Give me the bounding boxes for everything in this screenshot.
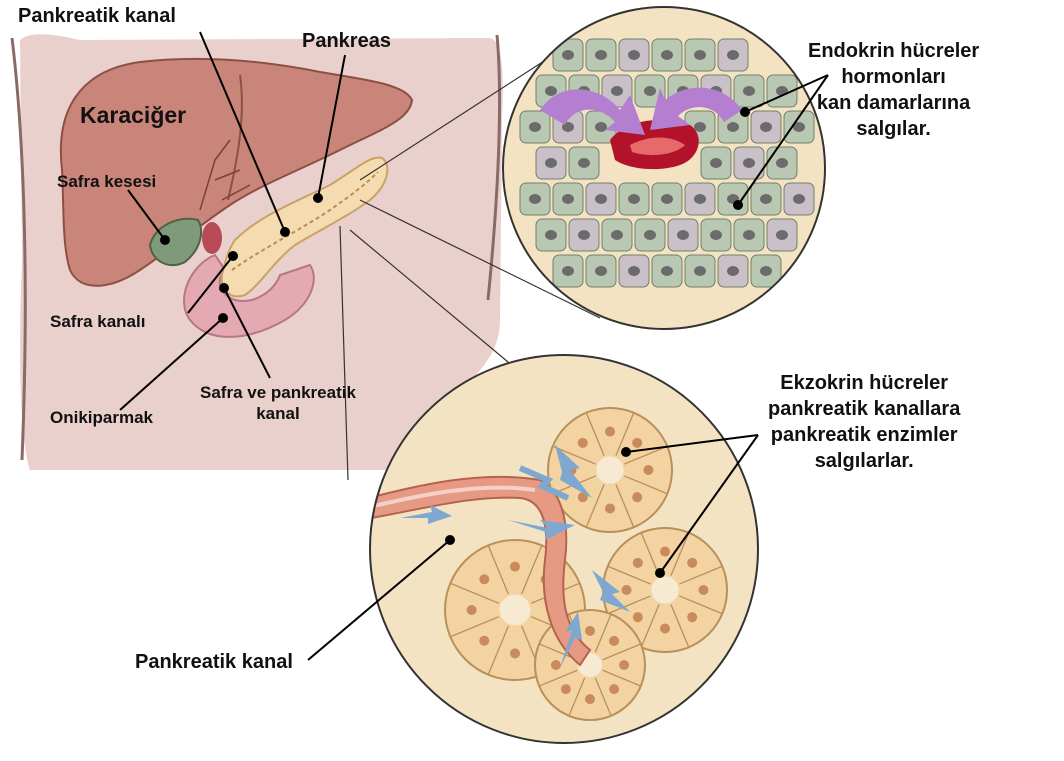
endocrine-cell-nucleus [595,194,607,204]
endocrine-cell-nucleus [694,122,706,132]
acinus-cell-nucleus [561,684,571,694]
acinus-cell-nucleus [510,648,520,658]
endocrine-cell-nucleus [644,86,656,96]
endocrine-cell-nucleus [628,194,640,204]
endocrine-cell-nucleus [727,122,739,132]
label-endokrin-line3: kan damarlarına [808,90,979,116]
label-safra-kanali: Safra kanalı [50,312,145,332]
acinus-cell-nucleus [585,626,595,636]
endocrine-cell-nucleus [727,266,739,276]
endocrine-cell-nucleus [727,50,739,60]
endocrine-cell-nucleus [644,230,656,240]
label-ekzokrin-line1: Ekzokrin hücreler [768,370,960,396]
endocrine-cell-nucleus [677,230,689,240]
endocrine-cell-nucleus [545,230,557,240]
endocrine-cell-nucleus [545,158,557,168]
endocrine-cell-nucleus [760,266,772,276]
acinus-cell-nucleus [510,562,520,572]
acinus-cell-nucleus [643,465,653,475]
acinus-cell-nucleus [585,694,595,704]
label-pankreas: Pankreas [302,30,391,53]
endocrine-cell-nucleus [743,86,755,96]
acinus-cell-nucleus [609,684,619,694]
label-safra-ve-pankreatik-line1: Safra ve pankreatik [200,382,356,403]
label-safra-ve-pankreatik: Safra ve pankreatik kanal [200,382,356,425]
label-pankreatik-kanal-top: Pankreatik kanal [18,5,176,28]
acinus-cell-nucleus [632,492,642,502]
endocrine-cell-nucleus [595,266,607,276]
endocrine-cell-nucleus [562,194,574,204]
acinus-cell-nucleus [578,438,588,448]
label-ekzokrin-line4: salgılarlar. [768,448,960,474]
acinus-cell-nucleus [633,558,643,568]
acinus-cell-nucleus [479,636,489,646]
endocrine-cell-nucleus [776,158,788,168]
endocrine-cell-nucleus [760,122,772,132]
label-ekzokrin-line2: pankreatik kanallara [768,396,960,422]
endocrine-cell-nucleus [694,266,706,276]
acinus-cell-nucleus [551,660,561,670]
endocrine-cell-nucleus [628,266,640,276]
endocrine-cell-nucleus [595,50,607,60]
label-endokrin-line1: Endokrin hücreler [808,38,979,64]
endocrine-cell-nucleus [661,50,673,60]
endocrine-cell-nucleus [743,230,755,240]
endocrine-cell-nucleus [545,86,557,96]
label-endokrin: Endokrin hücreler hormonları kan damarla… [808,38,979,142]
acinus-cell-nucleus [660,623,670,633]
endocrine-cell-nucleus [595,122,607,132]
endocrine-cell-nucleus [661,266,673,276]
acinus-cell-nucleus [687,558,697,568]
endocrine-cell-nucleus [611,230,623,240]
label-onikiparmak: Onikiparmak [50,408,153,428]
acinus-cell-nucleus [633,612,643,622]
endocrine-cell-nucleus [710,230,722,240]
acinus-cell-nucleus [632,438,642,448]
acinus-cell-nucleus [660,547,670,557]
endocrine-cell-nucleus [743,158,755,168]
endocrine-cell-nucleus [776,230,788,240]
label-safra-kesesi: Safra kesesi [57,172,156,192]
acinus-cell-nucleus [698,585,708,595]
endocrine-cell-nucleus [529,194,541,204]
acinus-cell-nucleus [467,605,477,615]
acinus-cell-nucleus [622,585,632,595]
endocrine-cell-nucleus [578,158,590,168]
label-endokrin-line2: hormonları [808,64,979,90]
acinus-cell-nucleus [609,636,619,646]
label-pankreatik-kanal-bottom: Pankreatik kanal [135,651,293,674]
stomach-opening [202,222,222,254]
acinus-cell-nucleus [619,660,629,670]
label-endokrin-line4: salgılar. [808,116,979,142]
label-safra-ve-pankreatik-line2: kanal [200,403,356,424]
endocrine-cell-nucleus [562,266,574,276]
endocrine-cell-nucleus [760,194,772,204]
acinus-cell-nucleus [605,427,615,437]
endocrine-cell-nucleus [710,158,722,168]
acinus-lumen [500,595,531,626]
endocrine-cell-nucleus [661,194,673,204]
label-ekzokrin-line3: pankreatik enzimler [768,422,960,448]
label-ekzokrin: Ekzokrin hücreler pankreatik kanallara p… [768,370,960,474]
acinus-cell-nucleus [479,574,489,584]
endocrine-cell-nucleus [694,50,706,60]
endocrine-cell-nucleus [578,230,590,240]
endocrine-cell-nucleus [628,50,640,60]
label-karaciger: Karaciğer [80,102,186,129]
endocrine-cell-nucleus [529,122,541,132]
endocrine-cell-nucleus [793,194,805,204]
acinus-lumen [596,456,623,483]
endocrine-cell-nucleus [562,50,574,60]
acinus-cell-nucleus [687,612,697,622]
endocrine-cell-nucleus [611,86,623,96]
acinus-cell-nucleus [605,503,615,513]
endocrine-cell-nucleus [694,194,706,204]
acinus-lumen [651,576,678,603]
